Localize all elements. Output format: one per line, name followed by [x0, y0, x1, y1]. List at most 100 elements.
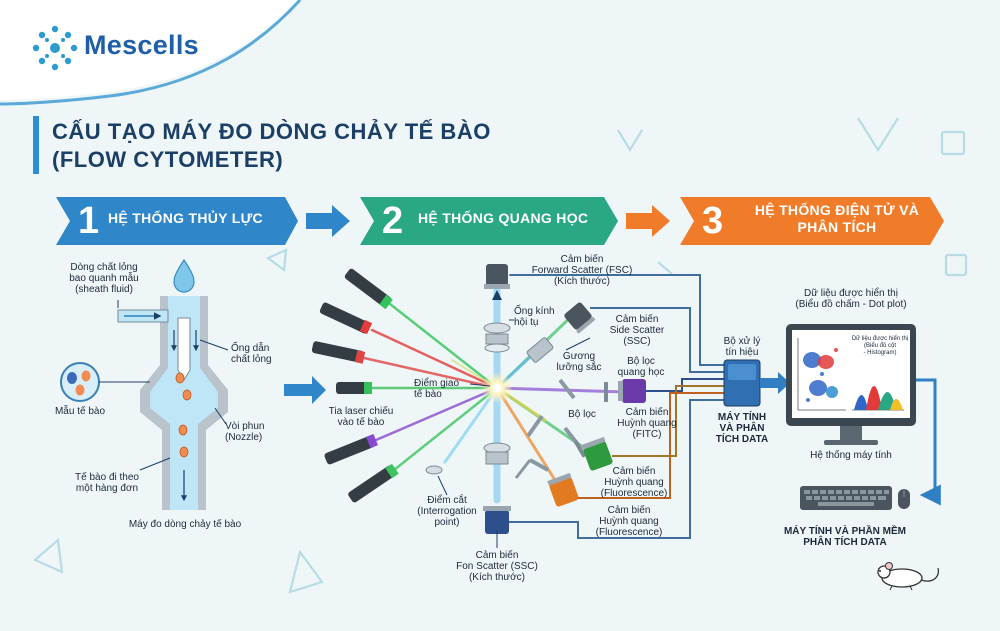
- label-ssc-line1: Cảm biến: [615, 314, 659, 325]
- label-signal-processor: Bộ xử lý tín hiệu: [716, 336, 768, 358]
- label-fl3-line1: Cảm biến: [607, 505, 651, 516]
- label-interrogation-point: Điểm cắt (Interrogation point): [404, 495, 490, 528]
- electronics-system: [723, 324, 941, 591]
- signal-cables: [509, 274, 724, 539]
- page-title: CẤU TẠO MÁY ĐO DÒNG CHẢY TẾ BÀO (FLOW CY…: [52, 118, 491, 174]
- label-sheath-fluid: Dòng chất lỏng bao quanh mẫu (sheath flu…: [44, 262, 164, 295]
- fluorescence-detector-green: [581, 436, 613, 471]
- label-pc-line1: MÁY TÍNH: [717, 412, 767, 423]
- label-interrog-line3: point): [434, 517, 460, 528]
- label-laser-line1: Tia laser chiếu: [328, 406, 394, 417]
- label-filter-line1: Bộ lọc: [627, 356, 655, 367]
- logo-icon: [32, 25, 78, 71]
- label-software-line1: MÁY TÍNH VÀ PHẦN MỀM: [783, 526, 907, 537]
- label-sample: Mẫu tế bào: [54, 406, 106, 417]
- label-pc-analysis: MÁY TÍNH VÀ PHÂN TÍCH DATA: [710, 412, 774, 445]
- lab-mouse-icon: [877, 562, 939, 591]
- label-fitc-line3: (FITC): [632, 429, 662, 440]
- label-flow-cytometer-caption: Máy đo dòng chảy tế bào: [128, 519, 242, 530]
- label-fl2-line1: Cảm biến: [612, 466, 656, 477]
- label-processor-line2: tín hiệu: [725, 347, 759, 358]
- section-3-label-line1: HỆ THỐNG ĐIỆN TỬ VÀ: [754, 202, 920, 218]
- laser-green-2: [336, 382, 372, 394]
- label-display-line1: Dữ liệu được hiển thị: [804, 288, 898, 299]
- page-title-line2: (FLOW CYTOMETER): [52, 147, 284, 172]
- label-bsc-line1: Cảm biến: [475, 550, 519, 561]
- label-fl3-line2: Huỳnh quang: [599, 516, 659, 527]
- decor-shapes: [32, 117, 968, 594]
- label-interrog-line2: (Interrogation: [417, 506, 477, 517]
- label-fitc-line1: Cảm biến: [625, 407, 669, 418]
- label-intersection: Điểm giao tế bào: [414, 378, 474, 400]
- section-optics: 2 HỆ THỐNG QUANG HỌC: [360, 197, 610, 245]
- section-2-number: 2: [382, 200, 404, 242]
- label-fl3-line3: (Fluorescence): [595, 527, 663, 538]
- fluorescence-detector-orange: [547, 472, 579, 507]
- label-nozzle-line2: (Nozzle): [225, 432, 263, 443]
- label-fitc-sensor: Cảm biến Huỳnh quang (FITC): [614, 407, 680, 440]
- label-ssc-sensor: Cảm biến Side Scatter (SSC): [604, 314, 670, 347]
- label-fsc-sensor: Cảm biến Forward Scatter (FSC) (Kích thư…: [526, 254, 638, 287]
- label-nozzle: Vòi phun (Nozzle): [225, 421, 295, 443]
- label-hist-line1: Dữ liệu được hiển thị: [851, 336, 909, 342]
- page-title-line1: CẤU TẠO MÁY ĐO DÒNG CHẢY TẾ BÀO: [52, 119, 491, 144]
- label-tube-line1: Ống dẫn: [231, 343, 270, 354]
- label-bsc-line2: Fon Scatter (SSC): [456, 561, 538, 572]
- laser-red-1: [319, 302, 373, 335]
- mouse: [898, 489, 910, 509]
- label-sheath-line2: bao quanh mẫu: [69, 273, 139, 284]
- label-intersect-line1: Điểm giao: [414, 378, 460, 389]
- header-swoosh: [0, 0, 302, 106]
- label-sheath-line3: (sheath fluid): [75, 284, 133, 295]
- laser-violet: [324, 433, 378, 465]
- section-bands: [56, 197, 944, 245]
- droplet-icon: [173, 258, 195, 293]
- label-hist-line2: (Biểu đồ cột: [863, 343, 897, 349]
- label-sheath-line1: Dòng chất lỏng: [70, 262, 138, 273]
- label-single-line1: Tế bào đi theo: [75, 472, 139, 483]
- section-3-number: 3: [702, 200, 724, 242]
- section-1-number: 1: [78, 200, 100, 242]
- label-nozzle-line1: Vòi phun: [225, 421, 265, 432]
- label-fluid-tube: Ống dẫn chất lỏng: [231, 343, 301, 365]
- ssc-detector: [564, 302, 596, 334]
- label-dichroic-mirror: Gương lưỡng sắc: [552, 351, 606, 373]
- back-scatter-detector: [485, 510, 509, 534]
- label-pc-line2: VÀ PHÂN: [719, 423, 765, 434]
- optical-system: [311, 264, 646, 548]
- label-optical-filter: Bộ lọc quang học: [612, 356, 670, 378]
- label-lens-line2: hội tụ: [514, 317, 539, 328]
- section-2-label: HỆ THỐNG QUANG HỌC: [418, 210, 589, 226]
- label-processor-line1: Bộ xử lý: [723, 336, 761, 347]
- label-mirror-line2: lưỡng sắc: [556, 362, 602, 373]
- section-3-label-line2: PHÂN TÍCH: [797, 219, 877, 235]
- label-analysis-software: MÁY TÍNH VÀ PHẦN MỀM PHÂN TÍCH DATA: [770, 526, 920, 548]
- label-display-line2: (Biểu đồ chấm - Dot plot): [795, 299, 907, 310]
- title-accent-bar: [33, 116, 39, 174]
- section-electronics: 3 HỆ THỐNG ĐIỆN TỬ VÀ PHÂN TÍCH: [680, 197, 942, 245]
- label-fsc-line2: Forward Scatter (FSC): [531, 265, 633, 276]
- dot-plot: [797, 338, 846, 411]
- histogram: [852, 386, 904, 411]
- label-fsc-line1: Cảm biến: [560, 254, 604, 265]
- label-ssc-line2: Side Scatter: [609, 325, 665, 336]
- label-hist-line3: - Histogram): [863, 350, 897, 356]
- laser-green-3: [348, 463, 399, 503]
- label-fluorescence-sensor-3: Cảm biến Huỳnh quang (Fluorescence): [588, 505, 670, 538]
- label-software-line2: PHÂN TÍCH DATA: [803, 537, 887, 548]
- label-pc-line3: TÍCH DATA: [715, 434, 769, 445]
- label-laser: Tia laser chiếu vào tế bào: [316, 406, 406, 428]
- label-fluorescence-sensor-2: Cảm biến Huỳnh quang (Fluorescence): [596, 466, 672, 499]
- label-histogram-note: Dữ liệu được hiển thị (Biểu đồ cột - His…: [850, 336, 910, 357]
- label-data-display: Dữ liệu được hiển thị (Biểu đồ chấm - Do…: [776, 288, 926, 310]
- label-fl2-line2: Huỳnh quang: [604, 477, 664, 488]
- label-laser-line2: vào tế bào: [337, 417, 385, 428]
- label-back-scatter-sensor: Cảm biến Fon Scatter (SSC) (Kích thước): [440, 550, 554, 583]
- label-fitc-line2: Huỳnh quang: [617, 418, 677, 429]
- section-hydraulics: 1 HỆ THỐNG THỦY LỰC: [56, 197, 296, 245]
- label-filter-line2: quang học: [617, 367, 665, 378]
- section-3-label: HỆ THỐNG ĐIỆN TỬ VÀ PHÂN TÍCH: [742, 202, 932, 236]
- fsc-detector: [486, 264, 508, 286]
